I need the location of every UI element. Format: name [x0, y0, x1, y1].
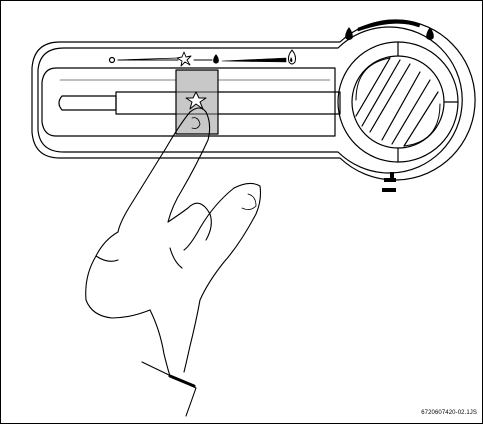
dial-scale: [345, 19, 434, 192]
star-sparkle-icon: [185, 91, 207, 110]
slider-scale: [108, 49, 297, 67]
temperature-dial[interactable]: [337, 41, 459, 163]
panel-housing: [31, 19, 476, 181]
hand-illustration: [85, 107, 262, 417]
star-sparkle-icon: [176, 51, 192, 67]
figure-code: 6720607420-02.1JS: [421, 410, 477, 416]
drop-icon: [426, 27, 434, 41]
flame-large-icon: [287, 49, 297, 65]
circle-off-icon: [108, 56, 116, 64]
drop-icon: [345, 27, 353, 41]
tap-faucet-icon: [382, 172, 396, 192]
slider-button[interactable]: [175, 69, 219, 135]
flame-small-icon: [213, 54, 219, 64]
